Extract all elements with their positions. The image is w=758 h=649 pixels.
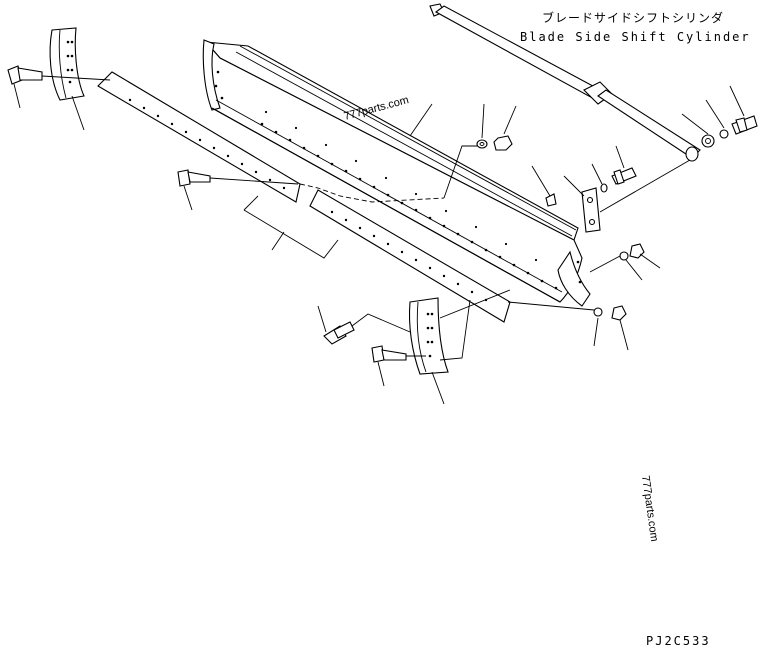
moldboard-holes — [214, 70, 582, 290]
end-bit-right — [408, 289, 511, 405]
drawing-code: PJ2C533 — [646, 634, 711, 648]
watermark-right: 777parts.com — [639, 475, 660, 543]
washer-nut-top — [443, 103, 517, 199]
bolt-right-endbit-b — [371, 345, 426, 387]
cylinder-label-en: Blade Side Shift Cylinder — [520, 30, 751, 44]
washer-nut-right-upper — [589, 243, 661, 281]
end-bit-left — [49, 27, 85, 131]
side-shift-cylinder — [429, 3, 701, 162]
bolt-cutting-edge — [177, 169, 445, 211]
moldboard — [202, 39, 591, 307]
washer-nut-right-lower — [507, 301, 629, 351]
cylinder-label-jp: ブレードサイドシフトシリンダ — [542, 10, 724, 25]
cylinder-bracket — [531, 145, 691, 233]
cylinder-pin-hardware — [681, 85, 758, 148]
bolt-right-endbit-a — [317, 305, 411, 345]
moldboard-leader — [409, 103, 433, 137]
bolt-left-endbit — [7, 65, 111, 109]
cutting-edge-bracket — [243, 195, 339, 259]
